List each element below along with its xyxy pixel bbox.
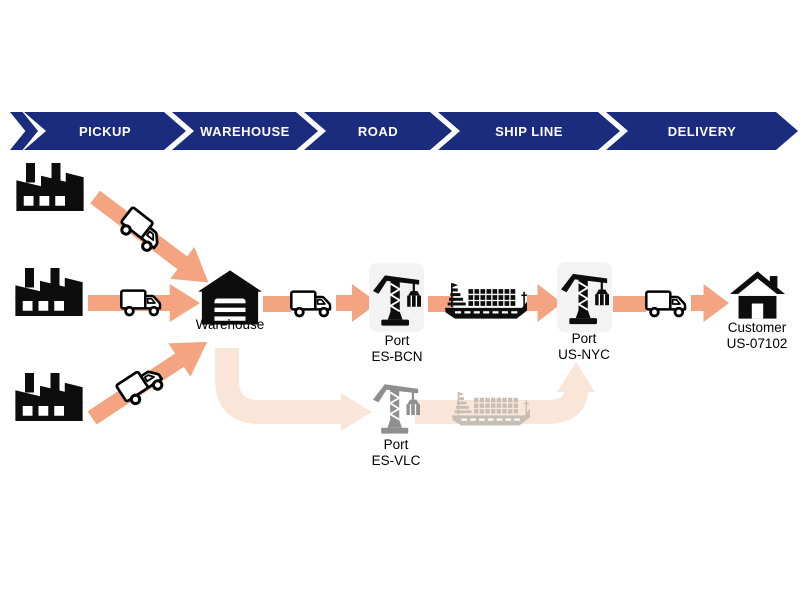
stage-road-label: ROAD bbox=[357, 123, 399, 139]
port-crane-icon-inactive bbox=[373, 377, 420, 435]
stage-delivery: DELIVERY bbox=[606, 112, 798, 150]
stage-delivery-label: DELIVERY bbox=[667, 123, 737, 139]
customer-name: Customer bbox=[727, 320, 787, 335]
customer-label: Customer US-07102 bbox=[703, 320, 800, 351]
port-crane-icon bbox=[561, 266, 609, 326]
port-us-nyc-label: Port US-NYC bbox=[541, 331, 627, 362]
stage-pickup: PICKUP bbox=[24, 112, 186, 150]
alternate-route-path bbox=[215, 348, 595, 431]
alternate-route-arrowhead-to-nyc bbox=[557, 362, 595, 392]
truck-icon bbox=[119, 286, 167, 320]
port-es-bcn-label: Port ES-BCN bbox=[355, 333, 439, 364]
port-us-nyc-code: US-NYC bbox=[558, 346, 610, 362]
stage-road: ROAD bbox=[304, 112, 452, 150]
home-icon bbox=[730, 271, 785, 319]
port-es-bcn-code: ES-BCN bbox=[371, 348, 423, 364]
port-crane-icon bbox=[373, 268, 421, 327]
route-arrow-truck-to-customer bbox=[691, 284, 729, 322]
port-es-vlc-code: ES-VLC bbox=[371, 452, 421, 468]
alternate-route-band-vlc-to-nyc bbox=[415, 388, 588, 424]
container-ship-icon-inactive bbox=[450, 389, 532, 428]
stage-ship-line: SHIP LINE bbox=[438, 112, 620, 150]
alternate-route-band-warehouse-to-vlc bbox=[215, 348, 341, 424]
container-ship-icon bbox=[443, 279, 530, 322]
stage-warehouse-label: WAREHOUSE bbox=[200, 123, 290, 139]
port-us-nyc-name: Port bbox=[571, 331, 597, 346]
truck-icon bbox=[289, 287, 337, 321]
route-shaft-port-to-truck bbox=[613, 296, 646, 312]
port-es-vlc-name: Port bbox=[383, 437, 409, 452]
factory-icon bbox=[15, 373, 83, 421]
port-es-bcn-name: Port bbox=[384, 333, 410, 348]
port-es-vlc-label: Port ES-VLC bbox=[346, 437, 446, 468]
stage-pickup-label: PICKUP bbox=[78, 123, 132, 139]
customer-code: US-07102 bbox=[726, 335, 788, 351]
factory-icon bbox=[15, 268, 83, 316]
alternate-route-arrowhead-to-vlc bbox=[341, 393, 372, 431]
factory-icon bbox=[16, 163, 84, 211]
warehouse-label: Warehouse bbox=[195, 317, 265, 332]
truck-icon bbox=[644, 287, 692, 321]
route-shaft-warehouse-to-truck bbox=[263, 296, 291, 312]
stage-ship-line-label: SHIP LINE bbox=[495, 123, 563, 139]
stage-warehouse: WAREHOUSE bbox=[172, 112, 318, 150]
